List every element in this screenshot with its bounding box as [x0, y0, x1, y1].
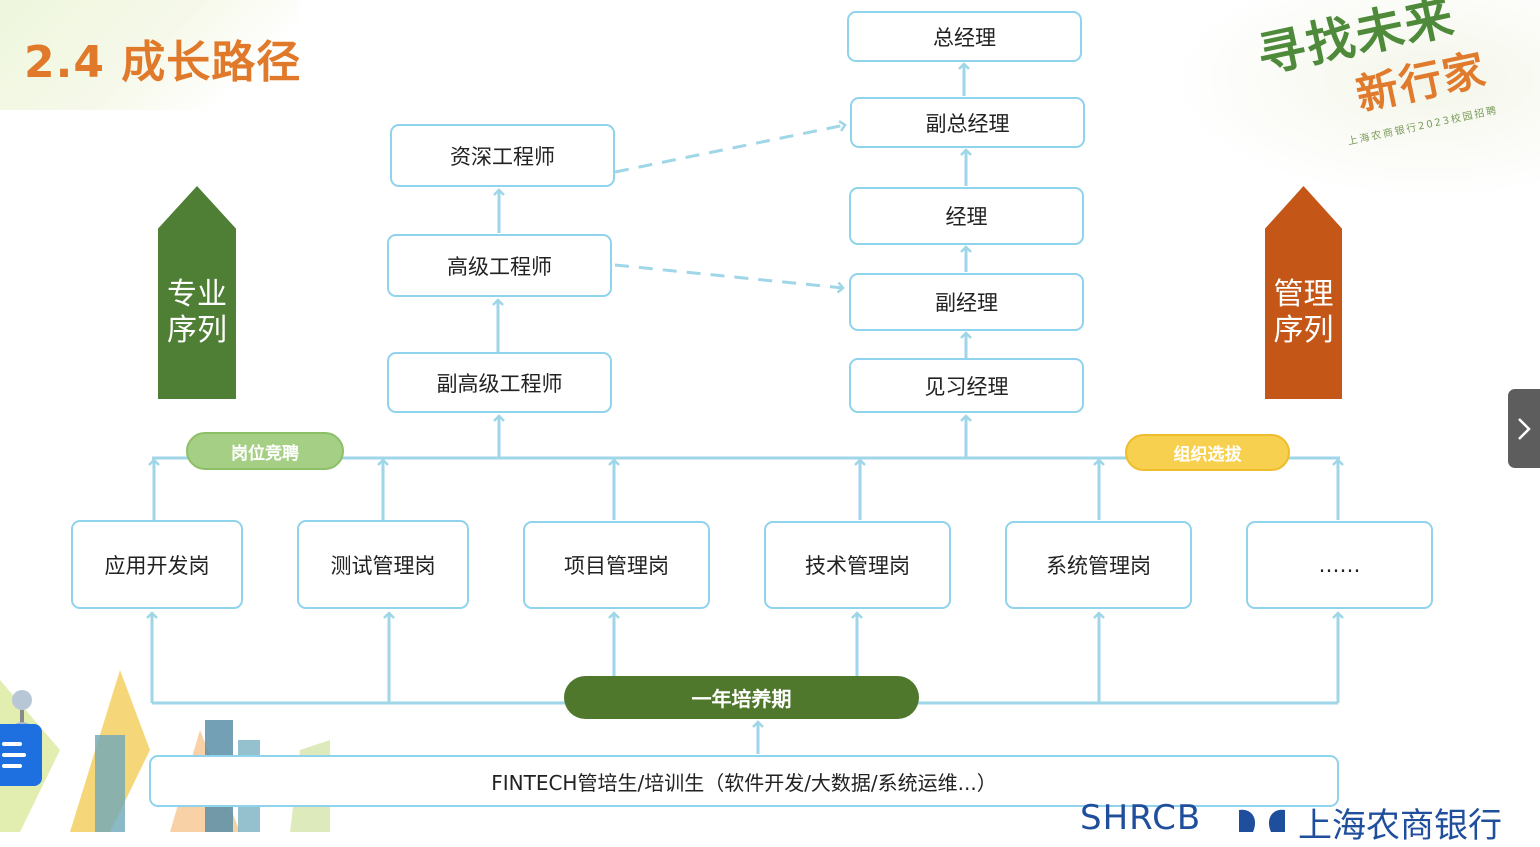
engineer-level-associate-senior: 副高级工程师 — [387, 352, 612, 413]
management-sequence-label: 管理序列 — [1273, 276, 1334, 348]
engineer-level-senior-expert: 资深工程师 — [390, 124, 615, 187]
management-level-general-manager: 总经理 — [847, 11, 1082, 62]
fintech-trainee-entry: FINTECH管培生/培训生（软件开发/大数据/系统运维...） — [149, 755, 1339, 807]
position-technical-management: 技术管理岗 — [764, 521, 951, 609]
position-system-management: 系统管理岗 — [1005, 521, 1192, 609]
bank-logo-cn: 上海农商银行 — [1298, 806, 1502, 846]
menu-icon-bar — [2, 742, 22, 746]
management-level-deputy-general-manager: 副总经理 — [850, 97, 1085, 148]
organizational-selection-pill: 组织选拔 — [1125, 434, 1290, 471]
page-title: 2.4 成长路径 — [24, 37, 302, 88]
position-application-development: 应用开发岗 — [71, 520, 243, 609]
professional-sequence-label: 专业序列 — [167, 276, 227, 348]
management-level-manager: 经理 — [849, 187, 1084, 245]
position-project-management: 项目管理岗 — [523, 521, 710, 609]
management-sequence-arrow: 管理序列 — [1265, 186, 1342, 399]
one-year-training-pill: 一年培养期 — [564, 676, 919, 719]
menu-button[interactable] — [0, 724, 42, 786]
menu-icon-bar — [2, 764, 22, 768]
management-level-deputy-manager: 副经理 — [849, 273, 1084, 331]
professional-sequence-arrow: 专业序列 — [158, 186, 236, 399]
menu-icon-bar — [2, 753, 26, 757]
next-slide-button[interactable] — [1508, 389, 1540, 468]
management-level-trainee-manager: 见习经理 — [849, 358, 1084, 413]
job-competition-pill: 岗位竞聘 — [186, 432, 344, 470]
position-more: …… — [1246, 521, 1433, 609]
chevron-right-icon — [1518, 417, 1531, 440]
engineer-level-senior: 高级工程师 — [387, 234, 612, 297]
bank-logo-en: SHRCB — [1080, 798, 1202, 838]
corner-decoration-top-left — [0, 0, 300, 110]
position-test-management: 测试管理岗 — [297, 520, 469, 609]
bank-logo-mark — [1239, 809, 1285, 832]
corner-decoration-top-right — [1170, 0, 1540, 200]
